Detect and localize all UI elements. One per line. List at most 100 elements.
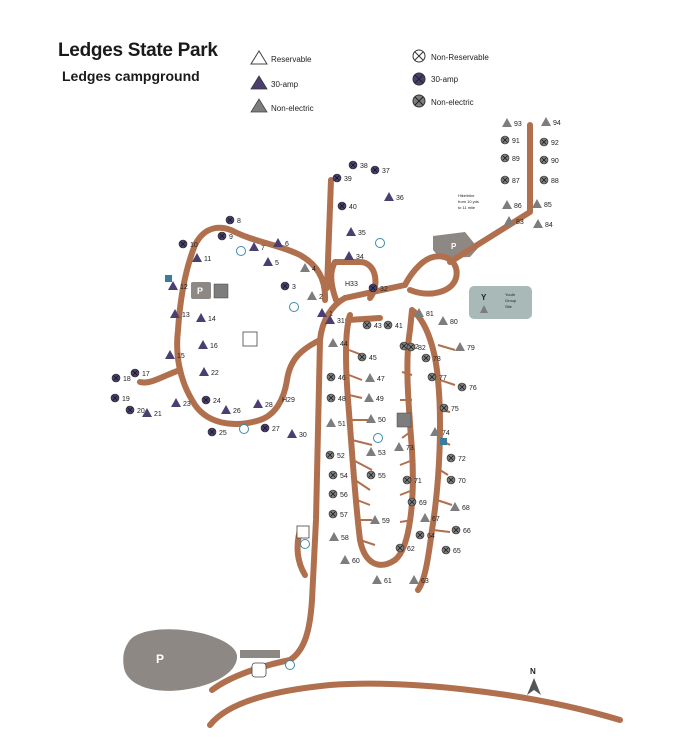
- campsite-47[interactable]: 47: [365, 373, 385, 383]
- no-reserve-cross-icon: [385, 322, 391, 328]
- campsite-24[interactable]: 24: [201, 395, 221, 405]
- campsite-41[interactable]: 41: [383, 320, 403, 330]
- campsite-89[interactable]: 89: [500, 153, 520, 163]
- campsite-75[interactable]: 75: [439, 403, 459, 413]
- campsite-83[interactable]: 83: [504, 216, 524, 226]
- campsite-72[interactable]: 72: [446, 453, 466, 463]
- north-arrow-icon: [527, 678, 541, 695]
- campsite-46[interactable]: 46: [326, 372, 346, 382]
- campsite-53[interactable]: 53: [366, 447, 386, 457]
- campsite-64[interactable]: 64: [415, 530, 435, 540]
- campsite-3[interactable]: 3: [280, 281, 296, 291]
- campsite-21[interactable]: 21: [142, 408, 162, 418]
- campsite-62[interactable]: 62: [395, 543, 415, 553]
- campsite-23[interactable]: 23: [171, 398, 191, 408]
- campsite-4[interactable]: 4: [300, 263, 316, 273]
- campsite-65[interactable]: 65: [441, 545, 461, 555]
- campsite-15[interactable]: 15: [165, 350, 185, 360]
- campsite-74[interactable]: 74: [430, 427, 450, 437]
- campsite-54[interactable]: 54: [328, 470, 348, 480]
- campsite-11[interactable]: 11: [192, 253, 211, 263]
- campsite-61[interactable]: 61: [372, 575, 392, 585]
- campsite-49[interactable]: 49: [364, 393, 384, 403]
- tent-triangle-icon: [430, 427, 440, 436]
- campsite-19[interactable]: 19: [110, 393, 130, 403]
- campsite-56[interactable]: 56: [328, 489, 348, 499]
- campsite-44[interactable]: 44: [328, 338, 348, 348]
- campsite-81[interactable]: 81: [414, 308, 434, 318]
- campsite-78[interactable]: 78: [421, 353, 441, 363]
- campsite-91[interactable]: 91: [500, 135, 520, 145]
- campsite-7[interactable]: 7: [249, 242, 265, 252]
- campsite-16[interactable]: 16: [198, 340, 218, 350]
- campsite-90[interactable]: 90: [539, 155, 559, 165]
- campsite-84[interactable]: 84: [533, 219, 553, 229]
- campsite-25[interactable]: 25: [207, 427, 227, 437]
- campsite-8[interactable]: 8: [225, 215, 241, 225]
- campsite-1[interactable]: 1: [317, 308, 333, 318]
- campsite-18[interactable]: 18: [111, 373, 131, 383]
- campsite-45[interactable]: 45: [357, 352, 377, 362]
- campsite-9[interactable]: 9: [217, 231, 233, 241]
- campsite-number: 20: [137, 408, 145, 415]
- campsite-70[interactable]: 70: [446, 475, 466, 485]
- parking-lot-south: [123, 629, 238, 691]
- campsite-30[interactable]: 30: [287, 429, 307, 439]
- campsite-50[interactable]: 50: [366, 414, 386, 424]
- campsite-76[interactable]: 76: [457, 382, 477, 392]
- campsite-27[interactable]: 27: [260, 423, 280, 433]
- campsite-73[interactable]: 73: [394, 442, 414, 452]
- campsite-12[interactable]: 12: [168, 281, 188, 291]
- campsite-26[interactable]: 26: [221, 405, 241, 415]
- campsite-35[interactable]: 35: [346, 227, 366, 237]
- campsite-57[interactable]: 57: [328, 509, 348, 519]
- campsite-58[interactable]: 58: [329, 532, 349, 542]
- campsite-2[interactable]: 2: [307, 291, 323, 301]
- campsite-60[interactable]: 60: [340, 555, 360, 565]
- campsite-36[interactable]: 36: [384, 192, 404, 202]
- campsite-79[interactable]: 79: [455, 342, 475, 352]
- campsite-59[interactable]: 59: [370, 515, 390, 525]
- campsite-5[interactable]: 5: [263, 257, 279, 267]
- campsite-92[interactable]: 92: [539, 137, 559, 147]
- campsite-22[interactable]: 22: [199, 367, 219, 377]
- campsite-14[interactable]: 14: [196, 313, 216, 323]
- campsite-number: 25: [219, 430, 227, 437]
- campsite-88[interactable]: 88: [539, 175, 559, 185]
- campsite-34[interactable]: 34: [344, 251, 364, 261]
- campsite-31[interactable]: 31: [325, 315, 345, 325]
- campsite-43[interactable]: 43: [362, 320, 382, 330]
- campsite-13[interactable]: 13: [170, 309, 190, 319]
- campsite-86[interactable]: 86: [502, 200, 522, 210]
- campsite-20[interactable]: 20: [125, 405, 145, 415]
- campsite-number: 49: [376, 396, 384, 403]
- campsite-71[interactable]: 71: [402, 475, 422, 485]
- campsite-40[interactable]: 40: [337, 201, 357, 211]
- campsite-6[interactable]: 6: [273, 238, 289, 248]
- campsite-66[interactable]: 66: [451, 525, 471, 535]
- campsite-38[interactable]: 38: [348, 160, 368, 170]
- campsite-93[interactable]: 93: [502, 118, 522, 128]
- campsite-37[interactable]: 37: [370, 165, 390, 175]
- campsite-number: 60: [352, 558, 360, 565]
- campsite-39[interactable]: 39: [332, 173, 352, 183]
- campsite-28[interactable]: 28: [253, 399, 273, 409]
- campsite-87[interactable]: 87: [500, 175, 520, 185]
- campsite-85[interactable]: 85: [532, 199, 552, 209]
- campsite-63[interactable]: 63: [409, 575, 429, 585]
- campsite-10[interactable]: 10: [178, 239, 198, 249]
- campsite-69[interactable]: 69: [407, 497, 427, 507]
- campsite-55[interactable]: 55: [366, 470, 386, 480]
- campsite-80[interactable]: 80: [438, 316, 458, 326]
- campsite-67[interactable]: 67: [420, 513, 440, 523]
- campsite-94[interactable]: 94: [541, 117, 561, 127]
- campsite-17[interactable]: 17: [130, 368, 150, 378]
- campsite-77[interactable]: 77: [427, 372, 447, 382]
- campsite-68[interactable]: 68: [450, 502, 470, 512]
- no-reserve-cross-icon: [327, 452, 333, 458]
- campsite-51[interactable]: 51: [326, 418, 346, 428]
- campsite-82[interactable]: 82: [406, 342, 426, 352]
- campsite-48[interactable]: 48: [326, 393, 346, 403]
- campsite-52[interactable]: 52: [325, 450, 345, 460]
- campsite-32[interactable]: 32: [368, 283, 388, 293]
